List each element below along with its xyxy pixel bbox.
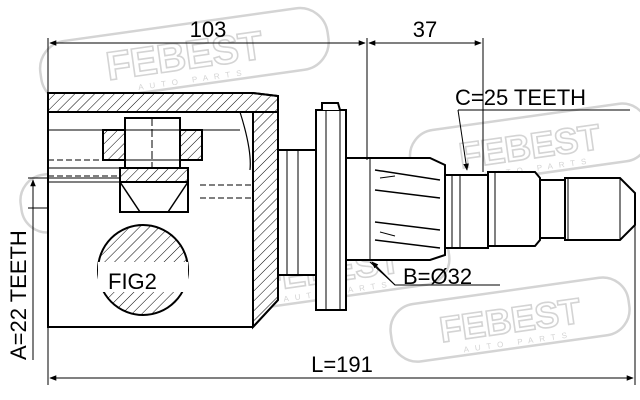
spline-shaft (345, 157, 636, 261)
b-diameter-label: B=Ø32 (403, 264, 472, 289)
a-teeth-label: A=22 TEETH (6, 230, 31, 360)
dim-37-label: 37 (413, 17, 437, 42)
total-length-label: L=191 (311, 352, 373, 377)
dimension-lines (28, 38, 636, 385)
dim-103-label: 103 (190, 17, 227, 42)
shaft-stem (277, 102, 347, 311)
c-teeth-label: C=25 TEETH (455, 85, 586, 110)
fig2-label: FIG2 (108, 269, 157, 294)
fig2-callout: FIG2 (97, 224, 189, 316)
tripod-roller (48, 117, 203, 213)
